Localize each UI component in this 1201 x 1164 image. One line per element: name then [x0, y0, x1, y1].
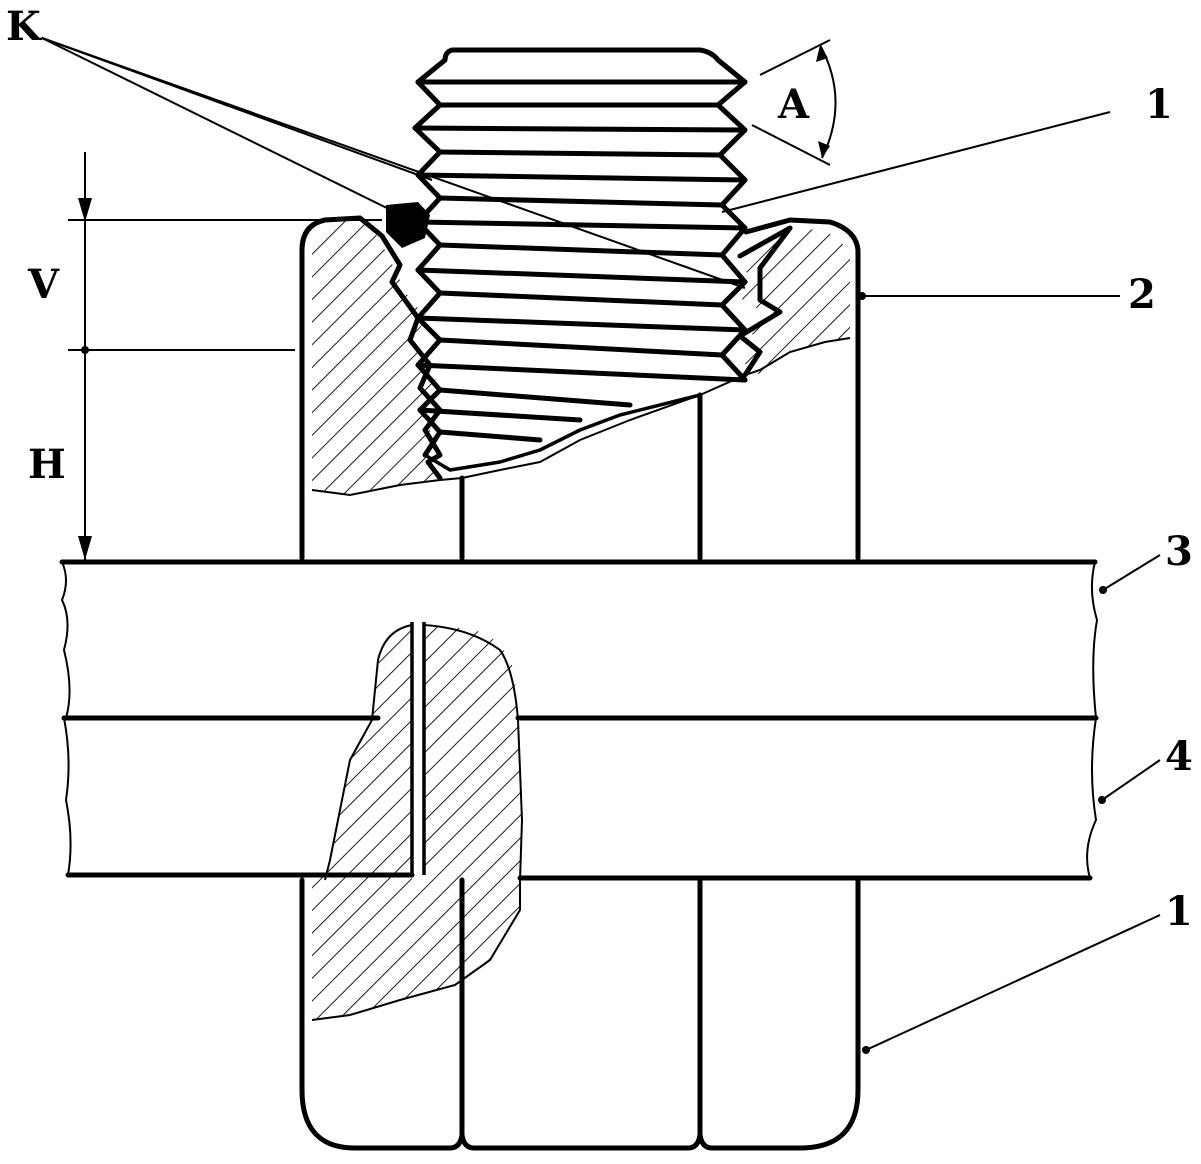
bolt-cutaway-section	[312, 622, 522, 1020]
nut	[302, 218, 858, 558]
leader-lines	[42, 38, 1160, 1054]
label-part-3: 3	[1165, 528, 1193, 575]
label-part-2: 2	[1128, 271, 1156, 318]
label-part-1-bottom: 1	[1165, 888, 1193, 935]
label-h: H	[28, 441, 66, 488]
label-part-1-top: 1	[1145, 81, 1173, 128]
plate-3	[62, 562, 1097, 718]
plate-4	[64, 718, 1096, 878]
label-v: V	[27, 261, 60, 308]
contact-point-k	[386, 202, 430, 248]
label-k: K	[6, 3, 42, 50]
label-a: A	[777, 81, 810, 128]
threaded-shank	[415, 50, 745, 470]
label-part-4: 4	[1165, 733, 1193, 780]
